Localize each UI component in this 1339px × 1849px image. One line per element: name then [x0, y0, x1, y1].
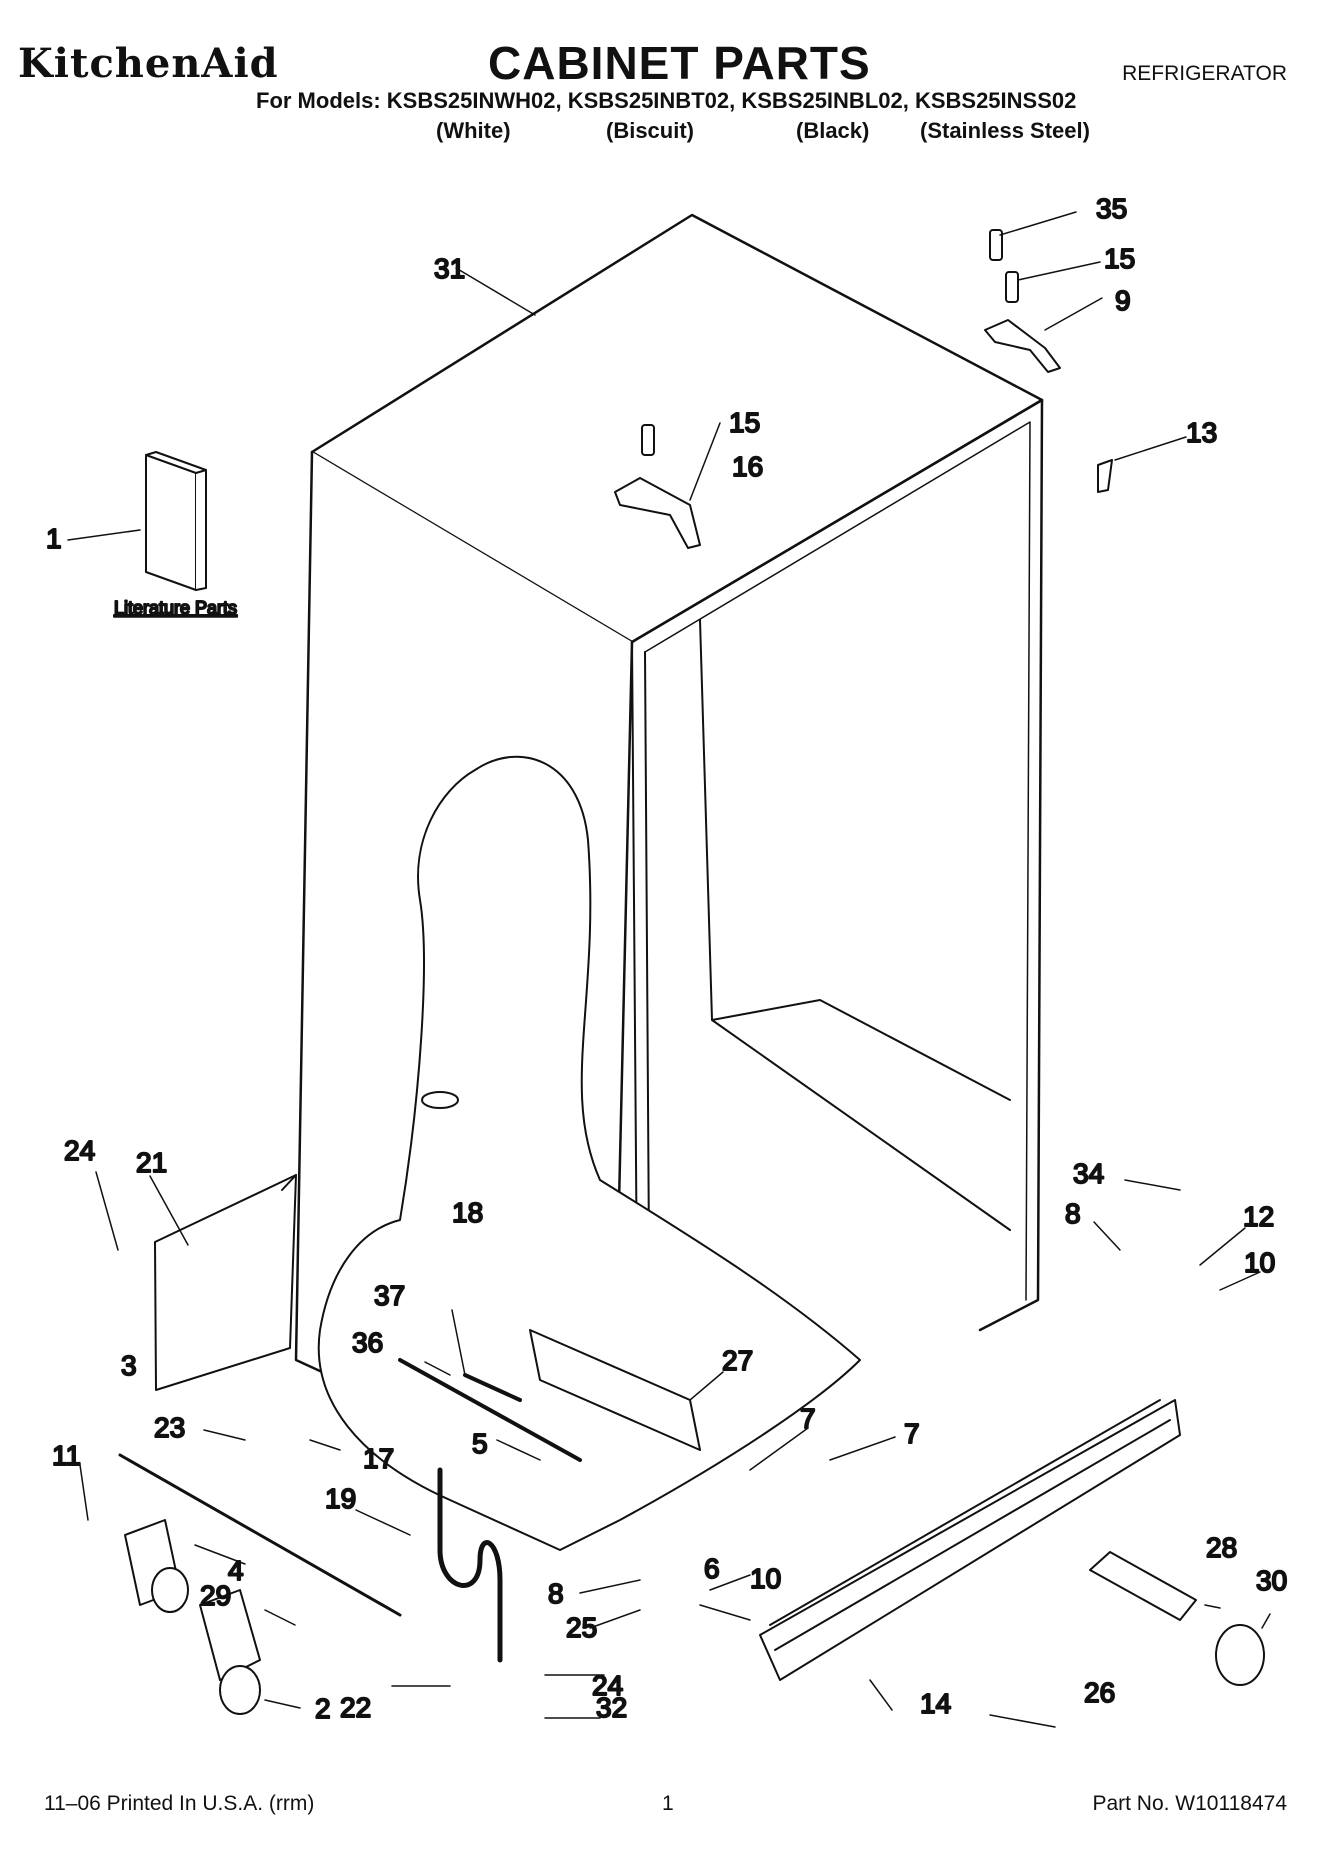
print-info: 11–06 Printed In U.S.A. (rrm) — [44, 1792, 315, 1815]
literature-parts-label: Literature Parts — [114, 598, 237, 618]
brand-logo: KitchenAid — [18, 40, 279, 87]
callout: 13 — [1186, 417, 1217, 448]
callout: 37 — [374, 1280, 405, 1311]
top-hinge-right — [984, 319, 1061, 373]
callout: 26 — [1084, 1677, 1115, 1708]
rear-panel — [154, 1174, 297, 1391]
callout: 24 — [592, 1670, 623, 1701]
callout: 9 — [1115, 285, 1131, 316]
callout: 11 — [52, 1440, 81, 1471]
leader-lines — [67, 211, 1271, 1728]
callout: 6 — [704, 1553, 720, 1584]
screw-15-top — [1005, 271, 1019, 303]
callout: 36 — [352, 1327, 383, 1358]
tube-37 — [463, 1373, 522, 1402]
callout: 7 — [800, 1403, 816, 1434]
callout: 23 — [154, 1412, 185, 1443]
callout: 10 — [1244, 1247, 1275, 1278]
callout: 32 — [596, 1692, 627, 1723]
callout: 30 — [1256, 1565, 1287, 1596]
callout: 7 — [904, 1418, 920, 1449]
callout: 25 — [566, 1612, 597, 1643]
callout: 18 — [452, 1197, 483, 1228]
clip-13 — [1097, 459, 1113, 493]
callout: 8 — [548, 1578, 564, 1609]
callout: 2 — [315, 1693, 331, 1724]
callout: 14 — [920, 1688, 951, 1719]
callout: 12 — [1243, 1201, 1274, 1232]
callout: 24 — [64, 1135, 95, 1166]
color-biscuit: (Biscuit) — [606, 118, 694, 143]
callout: 22 — [340, 1692, 371, 1723]
callout: 29 — [200, 1580, 231, 1611]
callout: 31 — [434, 253, 465, 284]
callout: 15 — [1104, 243, 1135, 274]
callout: 19 — [325, 1483, 356, 1514]
color-black: (Black) — [796, 118, 870, 143]
callout: 21 — [136, 1147, 167, 1178]
callout: 28 — [1206, 1532, 1237, 1563]
leveling-rod — [118, 1453, 402, 1617]
page-title: CABINET PARTS — [488, 37, 871, 89]
screw-35 — [989, 229, 1003, 261]
drain-pan-27 — [529, 1329, 701, 1451]
water-cup — [421, 1091, 459, 1109]
water-filter — [1089, 1551, 1265, 1686]
appliance-type: REFRIGERATOR — [1122, 62, 1287, 85]
callout: 5 — [472, 1428, 488, 1459]
drain-tube — [437, 1467, 503, 1663]
model-list: For Models: KSBS25INWH02, KSBS25INBT02, … — [256, 88, 1077, 113]
page-number: 1 — [662, 1792, 674, 1815]
callout: 34 — [1073, 1158, 1104, 1189]
callout: 10 — [750, 1563, 781, 1594]
color-white: (White) — [436, 118, 511, 143]
callout: 1 — [46, 523, 62, 554]
cutaway-outline — [317, 755, 861, 1551]
screw-15-center — [641, 424, 655, 456]
callout: 8 — [1065, 1198, 1081, 1229]
tube-36 — [398, 1358, 582, 1462]
literature-booklet — [145, 451, 207, 591]
callout: 35 — [1096, 193, 1127, 224]
callout: 4 — [228, 1555, 244, 1586]
callout: 15 — [729, 407, 760, 438]
callout: 17 — [363, 1443, 394, 1474]
rear-roller — [124, 1519, 189, 1613]
callout: 27 — [722, 1345, 753, 1376]
color-stainless: (Stainless Steel) — [920, 118, 1090, 143]
part-number: Part No. W10118474 — [1092, 1792, 1287, 1815]
toe-grille — [759, 1399, 1181, 1681]
front-roller — [199, 1589, 261, 1715]
top-hinge-center — [614, 477, 701, 549]
callout: 16 — [732, 451, 763, 482]
callout: 3 — [121, 1350, 137, 1381]
